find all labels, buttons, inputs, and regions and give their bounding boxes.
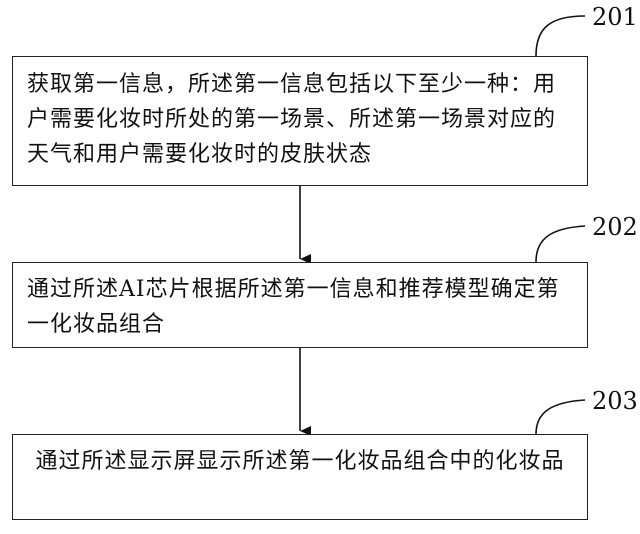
leader-203 (535, 399, 586, 435)
step-text-203: 通过所述显示屏显示所述第一化妆品组合中的化妆品 (35, 449, 565, 474)
step-box-203: 通过所述显示屏显示所述第一化妆品组合中的化妆品 (12, 434, 588, 520)
step-label-201: 201 (592, 3, 638, 31)
step-box-202: 通过所述AI芯片根据所述第一信息和推荐模型确定第一化妆品组合 (12, 262, 588, 348)
step-box-201: 获取第一信息，所述第一信息包括以下至少一种：用户需要化妆时所处的第一场景、所述第… (12, 56, 588, 186)
step-text-202: 通过所述AI芯片根据所述第一信息和推荐模型确定第一化妆品组合 (27, 277, 560, 337)
step-label-203: 203 (592, 387, 638, 415)
step-text-201: 获取第一信息，所述第一信息包括以下至少一种：用户需要化妆时所处的第一场景、所述第… (27, 72, 557, 167)
leader-201 (535, 15, 586, 57)
step-label-202: 202 (592, 213, 638, 241)
leader-202 (535, 225, 586, 263)
